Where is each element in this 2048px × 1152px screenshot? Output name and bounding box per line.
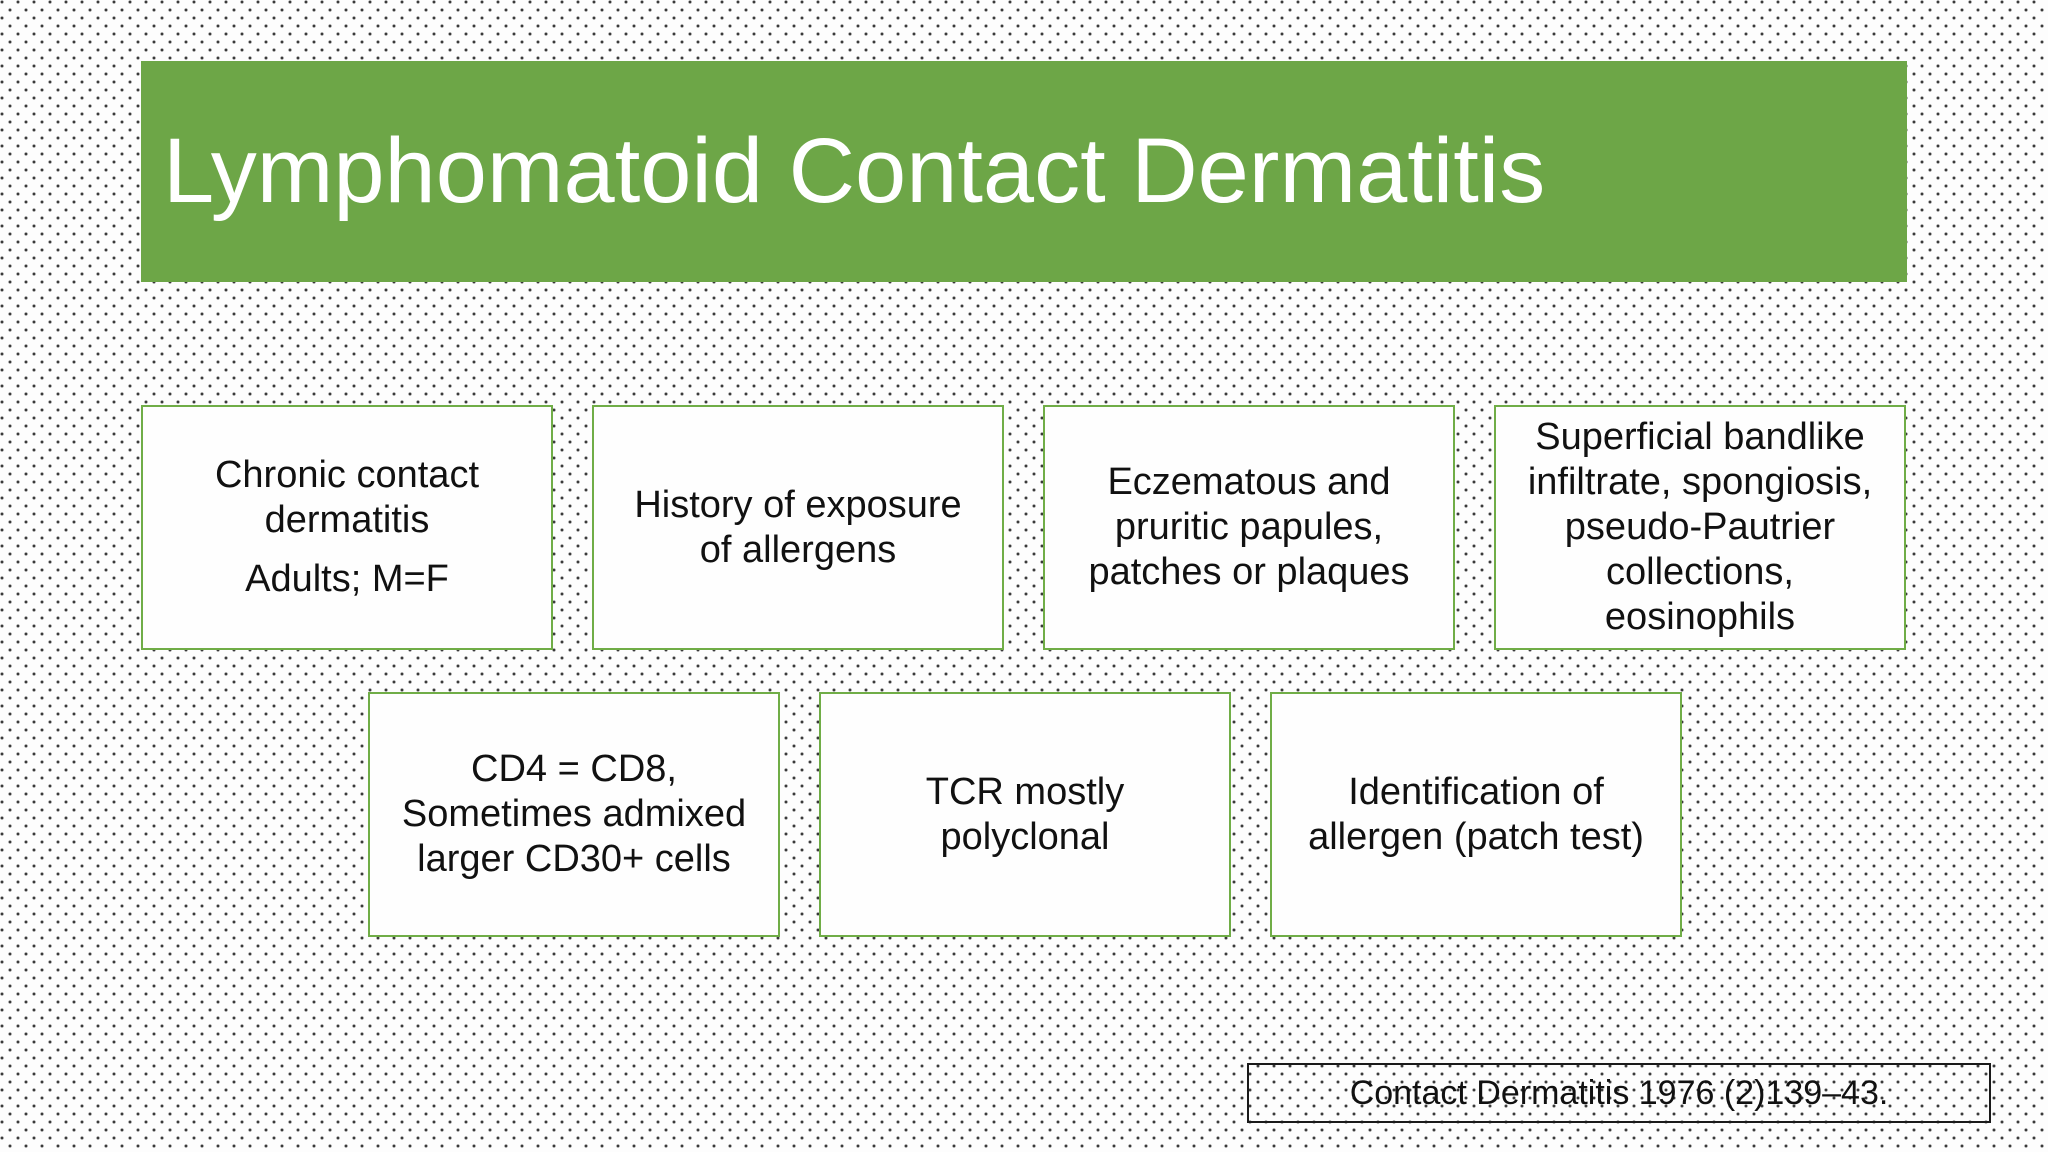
card-text: Adults; M=F: [245, 558, 449, 600]
card-text: CD4 = CD8, Sometimes admixed larger CD30…: [401, 748, 747, 880]
card-tcr-polyclonal: TCR mostly polyclonal: [819, 692, 1231, 937]
card-text: Identification of allergen (patch test): [1308, 770, 1644, 858]
title-banner: Lymphomatoid Contact Dermatitis: [141, 61, 1907, 282]
card-text: Eczematous and pruritic papules, patches…: [1088, 461, 1410, 593]
card-text: History of exposure of allergens: [634, 483, 962, 571]
card-history-of-exposure: History of exposure of allergens: [592, 405, 1004, 650]
card-chronic-contact-dermatitis: Chronic contact dermatitis Adults; M=F: [141, 405, 553, 650]
row-1-cards: Chronic contact dermatitis Adults; M=F H…: [141, 405, 1906, 650]
card-identification-of-allergen: Identification of allergen (patch test): [1270, 692, 1682, 937]
card-eczematous-papules: Eczematous and pruritic papules, patches…: [1043, 405, 1455, 650]
row-2-cards: CD4 = CD8, Sometimes admixed larger CD30…: [368, 692, 1682, 937]
card-text: Chronic contact dermatitis: [214, 454, 479, 541]
citation-text: Contact Dermatitis 1976 (2)139–43.: [1349, 1073, 1889, 1112]
card-cd4-cd8: CD4 = CD8, Sometimes admixed larger CD30…: [368, 692, 780, 937]
slide-title: Lymphomatoid Contact Dermatitis: [163, 120, 1546, 222]
citation-box: Contact Dermatitis 1976 (2)139–43.: [1247, 1063, 1991, 1123]
card-superficial-infiltrate: Superficial bandlike infiltrate, spongio…: [1494, 405, 1906, 650]
card-text: TCR mostly polyclonal: [925, 770, 1125, 858]
card-text: Superficial bandlike infiltrate, spongio…: [1527, 416, 1873, 638]
